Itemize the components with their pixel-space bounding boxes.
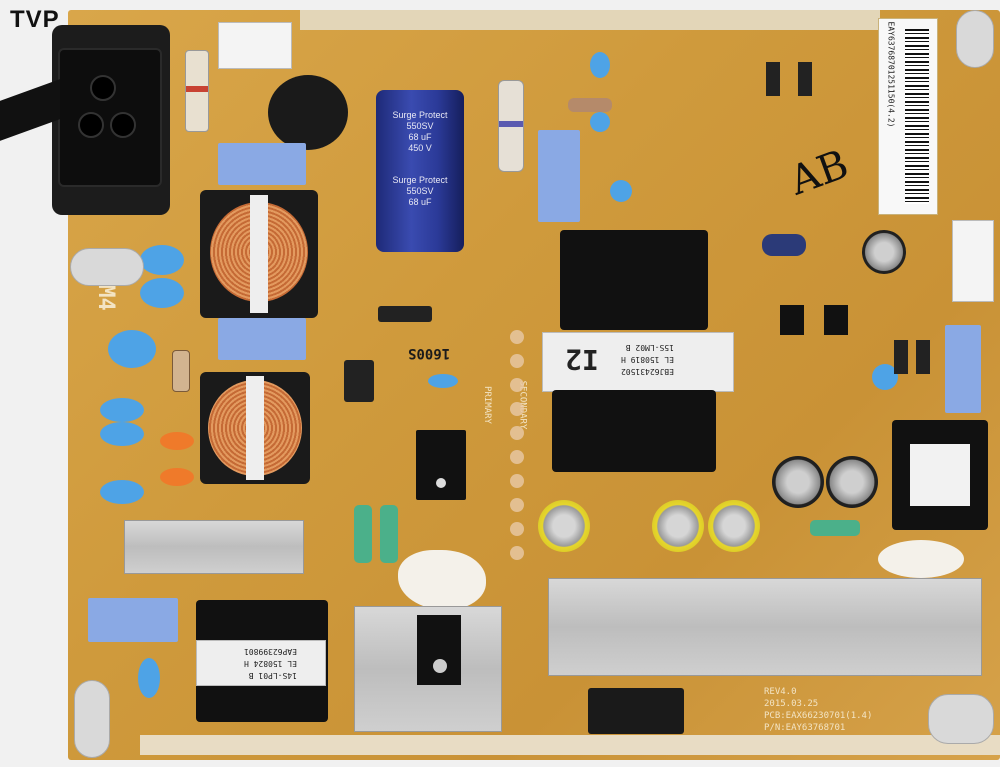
cap-brand-text: Surge Protect — [392, 175, 448, 185]
isolation-pads — [510, 330, 524, 580]
diode — [766, 62, 780, 96]
diode — [894, 340, 908, 374]
x-capacitor — [218, 318, 306, 360]
x-capacitor — [218, 143, 306, 185]
part-number-text: P/N:EAY63768701 — [764, 723, 846, 733]
silkscreen-primary: PRIMARY — [481, 386, 492, 424]
resistor — [354, 505, 372, 563]
cap-brand-text: Surge Protect — [392, 110, 448, 120]
glue-blob — [878, 540, 964, 578]
ceramic-capacitor — [590, 52, 610, 78]
mosfet — [416, 430, 466, 500]
ceramic-capacitor — [160, 432, 194, 450]
transformer-label-line: EAP62399801 — [244, 647, 297, 656]
ic-marking: 1600S — [408, 345, 451, 361]
output-capacitor — [772, 456, 824, 508]
output-inductor — [892, 420, 988, 530]
diode — [916, 340, 930, 374]
electrolytic-capacitor — [762, 234, 806, 256]
ac-inlet-socket — [58, 48, 162, 187]
resistor — [380, 505, 398, 563]
mounting-tab — [928, 694, 994, 744]
heatsink-pfc — [354, 606, 502, 732]
resistor — [568, 98, 612, 112]
y-capacitor — [140, 278, 184, 308]
power-resistor — [498, 80, 524, 172]
y-capacitor — [108, 330, 156, 368]
varistor — [268, 75, 348, 150]
transformer-label-line: EL 150824 H — [244, 659, 297, 668]
date-text: 2015.03.25 — [764, 699, 819, 709]
white-connector — [218, 22, 292, 69]
bulk-electrolytic-capacitor: Surge Protect 550SV 68 uF 450 V Surge Pr… — [376, 90, 464, 252]
mounting-tab — [956, 10, 994, 68]
common-mode-choke — [200, 190, 318, 318]
heatsink-secondary — [548, 578, 982, 676]
ceramic-capacitor — [872, 364, 898, 390]
resistor — [172, 350, 190, 392]
x-capacitor — [88, 598, 178, 642]
ceramic-capacitor — [590, 112, 610, 132]
transistor — [824, 305, 848, 335]
main-transformer-core-top — [560, 230, 708, 330]
ceramic-capacitor — [100, 480, 144, 504]
revision-block: REV4.0 2015.03.25 PCB:EAX66230701(1.4) P… — [764, 686, 872, 734]
transformer-label-line: EL 150819 H — [621, 355, 674, 364]
pcb-number-text: PCB:EAX66230701(1.4) — [764, 711, 873, 721]
ceramic-capacitor — [428, 374, 458, 388]
ceramic-capacitor — [100, 422, 144, 446]
main-transformer-label: I2 EBJ62431502 EL 150819 H 15S-LM02 B — [542, 332, 734, 392]
cap-voltage-text: 450 V — [408, 143, 432, 153]
x-capacitor — [538, 130, 580, 222]
common-mode-choke — [200, 372, 310, 484]
standby-transformer: 14S-LP01 B EL 150824 H EAP62399801 — [196, 600, 328, 722]
ac-pin — [110, 112, 136, 138]
ac-pin — [90, 75, 116, 101]
output-capacitor — [538, 500, 590, 552]
output-capacitor — [652, 500, 704, 552]
cap-capacitance-text: 68 uF — [408, 197, 432, 207]
ceramic-capacitor — [160, 468, 194, 486]
x-capacitor — [945, 325, 981, 413]
barcode-text: EAY63768701251150(4.2) — [886, 21, 896, 128]
cap-capacitance-text: 68 uF — [408, 132, 432, 142]
transformer-label-line: 15S-LM02 B — [625, 343, 674, 352]
ceramic-capacitor — [138, 658, 160, 698]
transformer-label-line: EBJ62431502 — [621, 367, 674, 376]
diode — [798, 62, 812, 96]
diode-bridge — [344, 360, 374, 402]
pcb-edge-bottom — [140, 735, 1000, 755]
cap-rating-text: 550SV — [406, 186, 434, 196]
transformer-label-line: 14S-LP01 B — [248, 671, 297, 680]
barcode-label: EAY63768701251150(4.2) — [878, 18, 938, 215]
output-connector — [588, 688, 684, 734]
power-cable — [0, 79, 60, 141]
y-capacitor — [140, 245, 184, 275]
ac-pin — [78, 112, 104, 138]
transistor — [780, 305, 804, 335]
watermark-logo: TVP — [10, 6, 60, 33]
heatsink-primary — [124, 520, 304, 574]
silkscreen-m4: M4 — [92, 284, 118, 311]
pcb-edge-top — [300, 10, 880, 30]
glue-blob — [398, 550, 486, 610]
output-connector — [952, 220, 994, 302]
output-capacitor — [826, 456, 878, 508]
transformer-id: I2 — [565, 343, 599, 376]
diode — [378, 306, 432, 322]
resistor — [810, 520, 860, 536]
cap-rating-text: 550SV — [406, 121, 434, 131]
ceramic-capacitor — [100, 398, 144, 422]
output-capacitor — [708, 500, 760, 552]
rev-text: REV4.0 — [764, 687, 797, 697]
fuse — [185, 50, 209, 132]
main-transformer-core-bottom — [552, 390, 716, 472]
mounting-tab — [74, 680, 110, 758]
mounting-tab — [70, 248, 144, 286]
ceramic-capacitor — [610, 180, 632, 202]
electrolytic-capacitor — [862, 230, 906, 274]
